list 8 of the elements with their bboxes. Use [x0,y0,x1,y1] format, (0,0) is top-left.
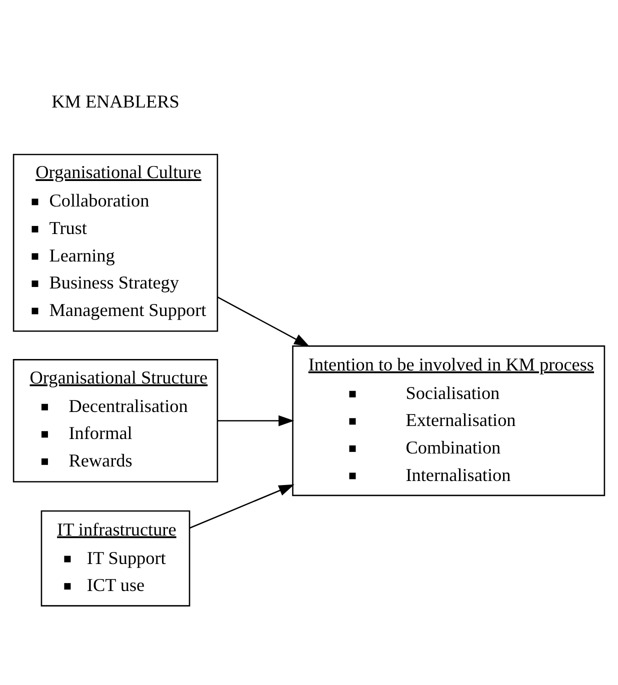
label: KM ENABLERS [52,91,180,112]
node-box: IT infrastructure IT Support ICT use [40,510,190,606]
node-box: Organisational Culture Collaboration Trust Learning Business Strategy Management Support [12,154,218,332]
arrow [190,484,294,529]
arrow [218,415,294,426]
node-box: Intention to be involved in KM process Socialisation Externalisation Combination Internalisation [292,345,606,496]
arrow [217,296,310,347]
node-box: Organisational Structure Decentralisation Informal Rewards [12,359,218,482]
